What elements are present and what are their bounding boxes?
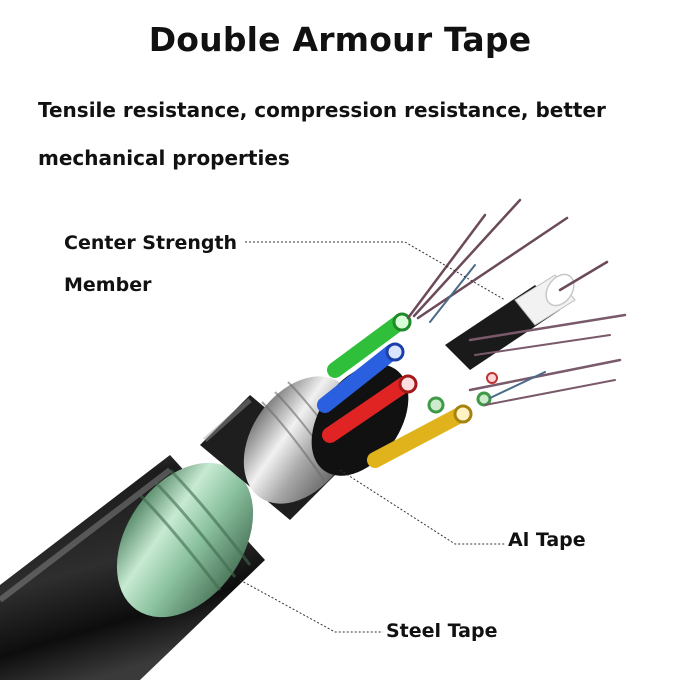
label-center-strength-line2: Member bbox=[64, 274, 152, 296]
leader-center-strength bbox=[245, 241, 506, 301]
page-title: Double Armour Tape bbox=[148, 20, 532, 59]
loose-tube-blue bbox=[317, 342, 405, 413]
label-al-tape: Al Tape bbox=[508, 529, 586, 551]
loose-tube-yellow bbox=[367, 404, 473, 468]
subtitle: Tensile resistance, compression resistan… bbox=[38, 98, 606, 170]
leader-steel-tape bbox=[239, 579, 383, 633]
loose-tube-small-green bbox=[427, 372, 498, 414]
steel-tape bbox=[116, 462, 254, 618]
loose-tube-green bbox=[327, 312, 412, 378]
label-steel-tape: Steel Tape bbox=[386, 620, 498, 642]
leader-lines bbox=[239, 241, 506, 633]
label-center-strength-line1: Center Strength bbox=[64, 232, 238, 254]
loose-tube-red bbox=[322, 374, 418, 443]
leader-al-tape bbox=[339, 469, 505, 545]
label-center-strength-member: Center Strength Member bbox=[64, 222, 237, 306]
center-strength-member bbox=[445, 273, 576, 370]
